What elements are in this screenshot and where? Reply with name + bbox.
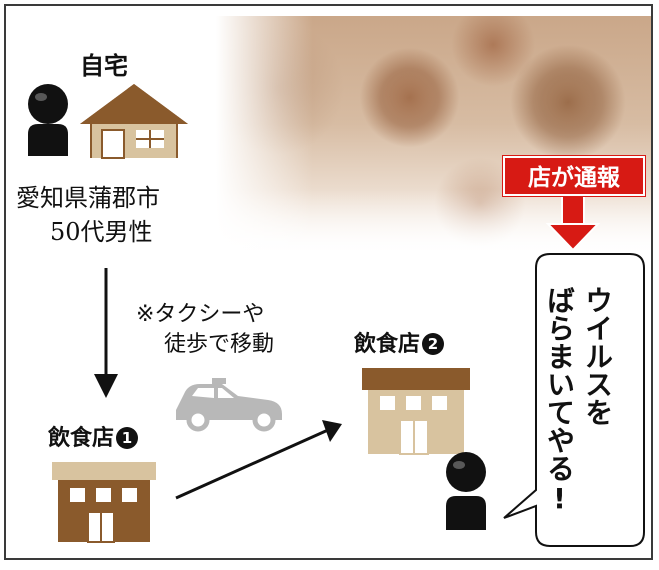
report-badge: 店が通報 bbox=[503, 156, 645, 196]
arrow-shop1-to-shop2 bbox=[175, 420, 342, 500]
person-description-label: 50代男性 bbox=[50, 218, 153, 246]
taxi-car-icon bbox=[176, 378, 282, 432]
home-location-label: 愛知県蒲郡市 bbox=[16, 184, 160, 212]
person-icon-shop2 bbox=[446, 452, 486, 530]
speech-bubble-text: ウイルスを ばらまいてやる! bbox=[514, 268, 651, 538]
shop1-label-text: 飲食店 bbox=[48, 426, 115, 451]
diagram-graphics bbox=[28, 84, 645, 547]
arrow-home-to-shop1 bbox=[94, 268, 118, 398]
transport-note-line2: 徒歩で移動 bbox=[164, 332, 275, 357]
transport-note-line1: ※タクシーや bbox=[136, 302, 265, 327]
report-arrow-icon bbox=[545, 191, 601, 252]
shop2-building-icon bbox=[362, 368, 470, 455]
shop1-building-icon bbox=[52, 462, 156, 543]
speech-line1: ウイルスを bbox=[581, 286, 614, 426]
shop2-number-badge: 2 bbox=[422, 333, 445, 355]
speech-bubble bbox=[503, 253, 645, 547]
home-house-icon bbox=[80, 84, 188, 159]
shop1-number-badge: 1 bbox=[116, 427, 139, 449]
home-label: 自宅 bbox=[80, 52, 128, 80]
shop2-label-text: 飲食店 bbox=[354, 332, 421, 357]
virus-photo-background bbox=[216, 16, 651, 256]
person-icon-home bbox=[28, 84, 68, 156]
speech-line2: ばらまいてやる! bbox=[543, 286, 576, 515]
